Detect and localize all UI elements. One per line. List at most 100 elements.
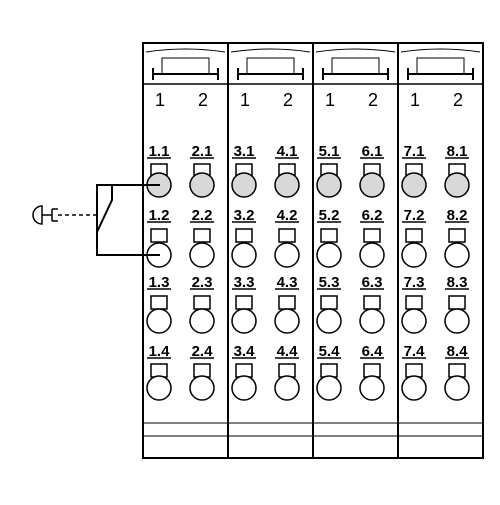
terminal-label: 7.1 xyxy=(404,143,425,160)
terminal-label: 1.4 xyxy=(149,343,171,360)
terminal-label: 2.2 xyxy=(192,207,213,224)
terminal-clamp xyxy=(316,172,342,198)
terminal-clamp xyxy=(444,172,470,198)
release-lever xyxy=(235,363,253,378)
terminal-clamp xyxy=(146,375,172,401)
terminal-clamp xyxy=(274,375,300,401)
terminal-clamp xyxy=(401,308,427,334)
wire-upper xyxy=(96,184,160,256)
terminal-module: 1 2 3.1 4.1 3.2 4.2 3.3 4.3 3.4 4.4 xyxy=(227,42,314,459)
terminal-clamp xyxy=(231,172,257,198)
terminal-clamp xyxy=(231,242,257,268)
channel-number: 2 xyxy=(283,90,293,110)
marker-tab xyxy=(246,57,295,75)
release-lever xyxy=(235,295,253,310)
terminal-label: 2.4 xyxy=(192,343,214,360)
terminal-clamp xyxy=(316,242,342,268)
release-lever xyxy=(363,363,381,378)
release-lever xyxy=(448,363,466,378)
terminal-label: 2.3 xyxy=(192,274,213,291)
release-lever xyxy=(405,228,423,243)
terminal-clamp xyxy=(359,172,385,198)
terminal-clamp xyxy=(274,242,300,268)
release-lever xyxy=(448,228,466,243)
terminal-label: 4.3 xyxy=(277,274,298,291)
push-button-switch-icon xyxy=(32,205,97,225)
release-lever xyxy=(278,295,296,310)
terminal-label: 8.2 xyxy=(447,207,468,224)
release-lever xyxy=(448,295,466,310)
marker-tab xyxy=(161,57,210,75)
external-wiring xyxy=(32,184,160,256)
release-lever xyxy=(320,363,338,378)
module-top-edge xyxy=(400,48,481,53)
terminal-clamp xyxy=(189,242,215,268)
terminal-clamp xyxy=(444,308,470,334)
terminal-clamp xyxy=(444,375,470,401)
terminal-clamp xyxy=(401,242,427,268)
channel-number: 1 xyxy=(410,90,420,110)
terminal-label: 2.1 xyxy=(192,143,213,160)
terminal-label: 4.1 xyxy=(277,143,298,160)
terminal-label: 6.3 xyxy=(362,274,383,291)
release-lever xyxy=(278,228,296,243)
terminal-clamp xyxy=(316,308,342,334)
switch-contact xyxy=(96,185,113,233)
terminal-label: 7.4 xyxy=(404,343,426,360)
release-lever xyxy=(278,363,296,378)
channel-number: 1 xyxy=(325,90,335,110)
release-lever xyxy=(150,363,168,378)
release-lever xyxy=(193,295,211,310)
terminal-label: 3.4 xyxy=(234,343,256,360)
terminal-label: 8.4 xyxy=(447,343,469,360)
terminal-clamp xyxy=(189,375,215,401)
terminal-clamp xyxy=(359,375,385,401)
terminal-label: 4.4 xyxy=(277,343,299,360)
terminal-label: 1.3 xyxy=(149,274,170,291)
terminal-clamp xyxy=(146,308,172,334)
channel-number: 2 xyxy=(198,90,208,110)
release-lever xyxy=(235,228,253,243)
module-frame xyxy=(397,42,484,459)
terminal-label: 5.2 xyxy=(319,207,340,224)
terminal-label: 1.1 xyxy=(149,143,170,160)
terminal-label: 3.1 xyxy=(234,143,255,160)
terminal-label: 6.1 xyxy=(362,143,383,160)
terminal-label: 5.1 xyxy=(319,143,340,160)
terminal-label: 4.2 xyxy=(277,207,298,224)
release-lever xyxy=(320,295,338,310)
terminal-label: 6.4 xyxy=(362,343,384,360)
terminal-label: 7.3 xyxy=(404,274,425,291)
channel-number: 1 xyxy=(240,90,250,110)
terminal-clamp xyxy=(316,375,342,401)
terminal-label: 5.4 xyxy=(319,343,341,360)
terminal-clamp xyxy=(231,308,257,334)
terminal-label: 6.2 xyxy=(362,207,383,224)
marker-tab xyxy=(416,57,465,75)
release-lever xyxy=(193,363,211,378)
release-lever xyxy=(150,228,168,243)
terminal-label: 3.3 xyxy=(234,274,255,291)
terminal-label: 5.3 xyxy=(319,274,340,291)
module-top-edge xyxy=(145,48,226,53)
channel-number: 2 xyxy=(453,90,463,110)
terminal-label: 3.2 xyxy=(234,207,255,224)
channel-number: 2 xyxy=(368,90,378,110)
terminal-clamp xyxy=(231,375,257,401)
terminal-label: 8.3 xyxy=(447,274,468,291)
terminal-clamp xyxy=(274,308,300,334)
release-lever xyxy=(405,295,423,310)
release-lever xyxy=(193,228,211,243)
release-lever xyxy=(320,228,338,243)
terminal-clamp xyxy=(189,308,215,334)
marker-tab xyxy=(331,57,380,75)
module-top-edge xyxy=(230,48,311,53)
channel-number: 1 xyxy=(155,90,165,110)
terminal-clamp xyxy=(189,172,215,198)
terminal-clamp xyxy=(359,242,385,268)
terminal-label: 7.2 xyxy=(404,207,425,224)
terminal-clamp xyxy=(444,242,470,268)
release-lever xyxy=(363,295,381,310)
